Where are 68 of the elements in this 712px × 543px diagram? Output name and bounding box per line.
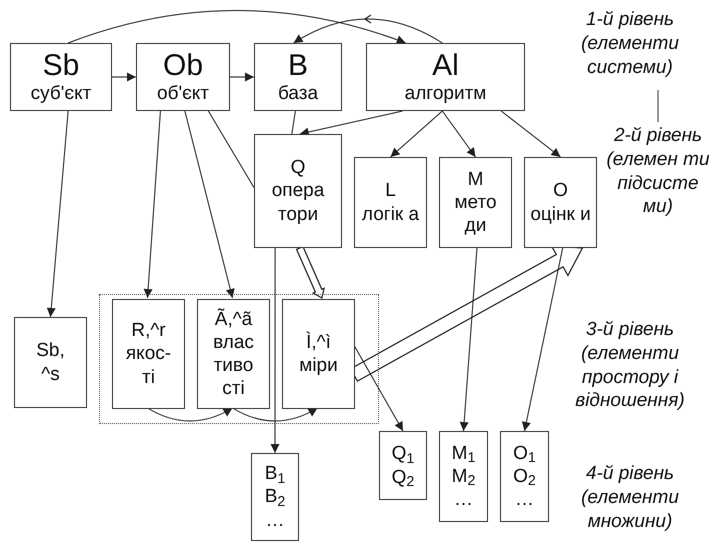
set-box [500,431,549,522]
element-box [197,299,270,409]
dotted-group-frame [99,294,379,424]
arrow [390,110,443,158]
box-label: R,^r [131,319,166,342]
arrow [270,248,280,454]
arrow [522,248,564,432]
element-box [366,43,525,111]
box-label: міри [299,354,338,378]
arrow [299,110,404,136]
box-label: Ã,^ã [214,308,252,331]
connector-line [291,110,296,134]
element-symbol: Sb [42,48,80,82]
box-label: суб'єкт [30,82,92,106]
arrow [46,110,69,318]
box-label: влас тиво сті [212,330,255,400]
element-symbol: B [288,48,308,82]
element-box [254,134,342,248]
arrow [354,344,404,432]
box-label: база [278,82,318,106]
box-label: O$_{1}$ O$_{2}$ … [512,442,537,512]
box-label: B$_{1}$ B$_{2}$ … [264,462,286,532]
element-box [524,157,597,248]
level-caption: 1-й рівень (елементи системи) [580,8,680,80]
box-label: оцінк и [530,202,591,226]
element-box [112,299,185,409]
connector-line [208,110,254,188]
curved-arrow [147,408,233,422]
box-label: M [468,168,484,191]
arrow [230,72,254,82]
arrow [112,72,136,82]
level-caption: 3-й рівень (елементи простору і відношення) [574,318,686,413]
level-caption: 2-й рівень (елемен ти підсисте ми) [605,124,711,219]
arrow [144,110,161,298]
set-box [251,453,299,541]
box-label: Q [290,156,306,180]
box-label: об'єкт [157,82,209,106]
box-label: Sb, ^s [35,339,66,386]
curved-arrow [68,10,406,44]
element-box [254,43,342,111]
set-box [439,431,488,522]
element-box [282,299,355,409]
element-symbol: Ob [162,48,204,82]
box-label: Ì,^ì [306,330,331,354]
set-box [379,431,427,500]
element-box [10,43,112,111]
box-label: L [385,179,396,202]
box-label: Q$_{1}$ Q$_{2}$ [390,442,416,489]
curved-arrow [232,408,318,422]
element-box [439,157,512,248]
box-label: якос- ті [124,342,172,389]
arrow [500,110,561,158]
element-symbol: Al [432,48,459,82]
element-box [14,317,87,408]
box-label: M$_{1}$ M$_{2}$ … [450,442,476,512]
level-caption: 4-й рівень (елементи множини) [580,462,680,534]
box-label: логік а [362,202,420,226]
curved-arrow [293,14,443,44]
element-box [354,157,427,248]
box-label: O [553,179,568,202]
arrow [460,248,478,432]
box-label: опера тори [270,179,326,226]
box-label: мето ди [453,190,498,238]
hollow-arrow [296,246,325,299]
arrow [442,110,476,158]
element-box [136,43,230,111]
box-label: алгоритм [404,82,486,106]
arrow [184,110,235,298]
